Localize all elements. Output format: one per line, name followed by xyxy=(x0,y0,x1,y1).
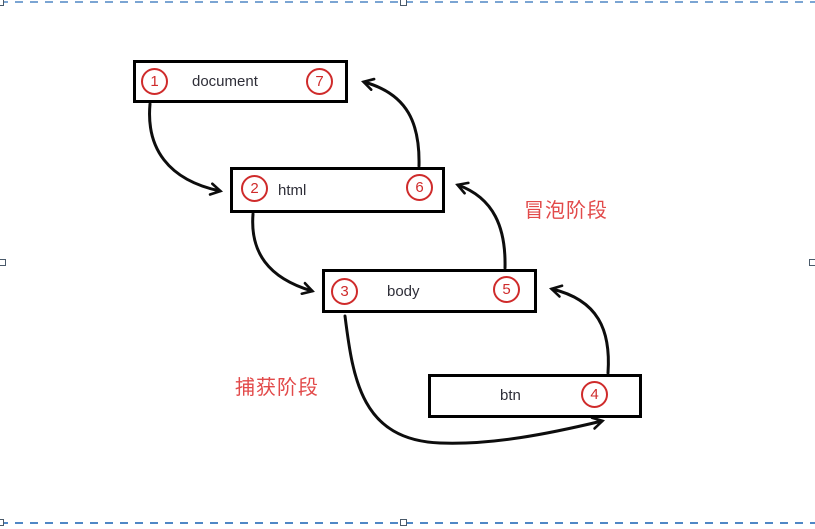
seq-circle-1: 1 xyxy=(141,68,168,95)
bubble-phase-label: 冒泡阶段 xyxy=(524,200,608,222)
node-btn-label: btn xyxy=(500,387,521,404)
resize-handle-left-middle[interactable] xyxy=(0,259,6,266)
seq-circle-6: 6 xyxy=(406,174,433,201)
seq-circle-4: 4 xyxy=(581,381,608,408)
node-body-label: body xyxy=(387,283,420,300)
resize-handle-bottom-middle[interactable] xyxy=(400,519,407,526)
resize-handle-bottom-left[interactable] xyxy=(0,519,4,526)
node-document-label: document xyxy=(192,73,258,90)
seq-circle-3: 3 xyxy=(331,278,358,305)
arrow-capture-document-to-html xyxy=(148,102,224,196)
seq-circle-5: 5 xyxy=(493,276,520,303)
arrow-capture-body-to-btn xyxy=(343,314,606,445)
resize-handle-top-left[interactable] xyxy=(0,0,4,6)
arrow-bubble-btn-to-body xyxy=(548,284,610,375)
seq-circle-2: 2 xyxy=(241,175,268,202)
resize-handle-right-middle[interactable] xyxy=(809,259,815,266)
arrow-capture-html-to-body xyxy=(251,212,315,296)
capture-phase-label: 捕获阶段 xyxy=(235,377,319,399)
arrow-bubble-html-to-document xyxy=(361,77,421,168)
node-html-label: html xyxy=(278,182,307,199)
resize-handle-top-middle[interactable] xyxy=(400,0,407,6)
node-btn xyxy=(428,374,642,418)
seq-circle-7: 7 xyxy=(306,68,333,95)
arrow-bubble-body-to-html xyxy=(455,181,507,270)
